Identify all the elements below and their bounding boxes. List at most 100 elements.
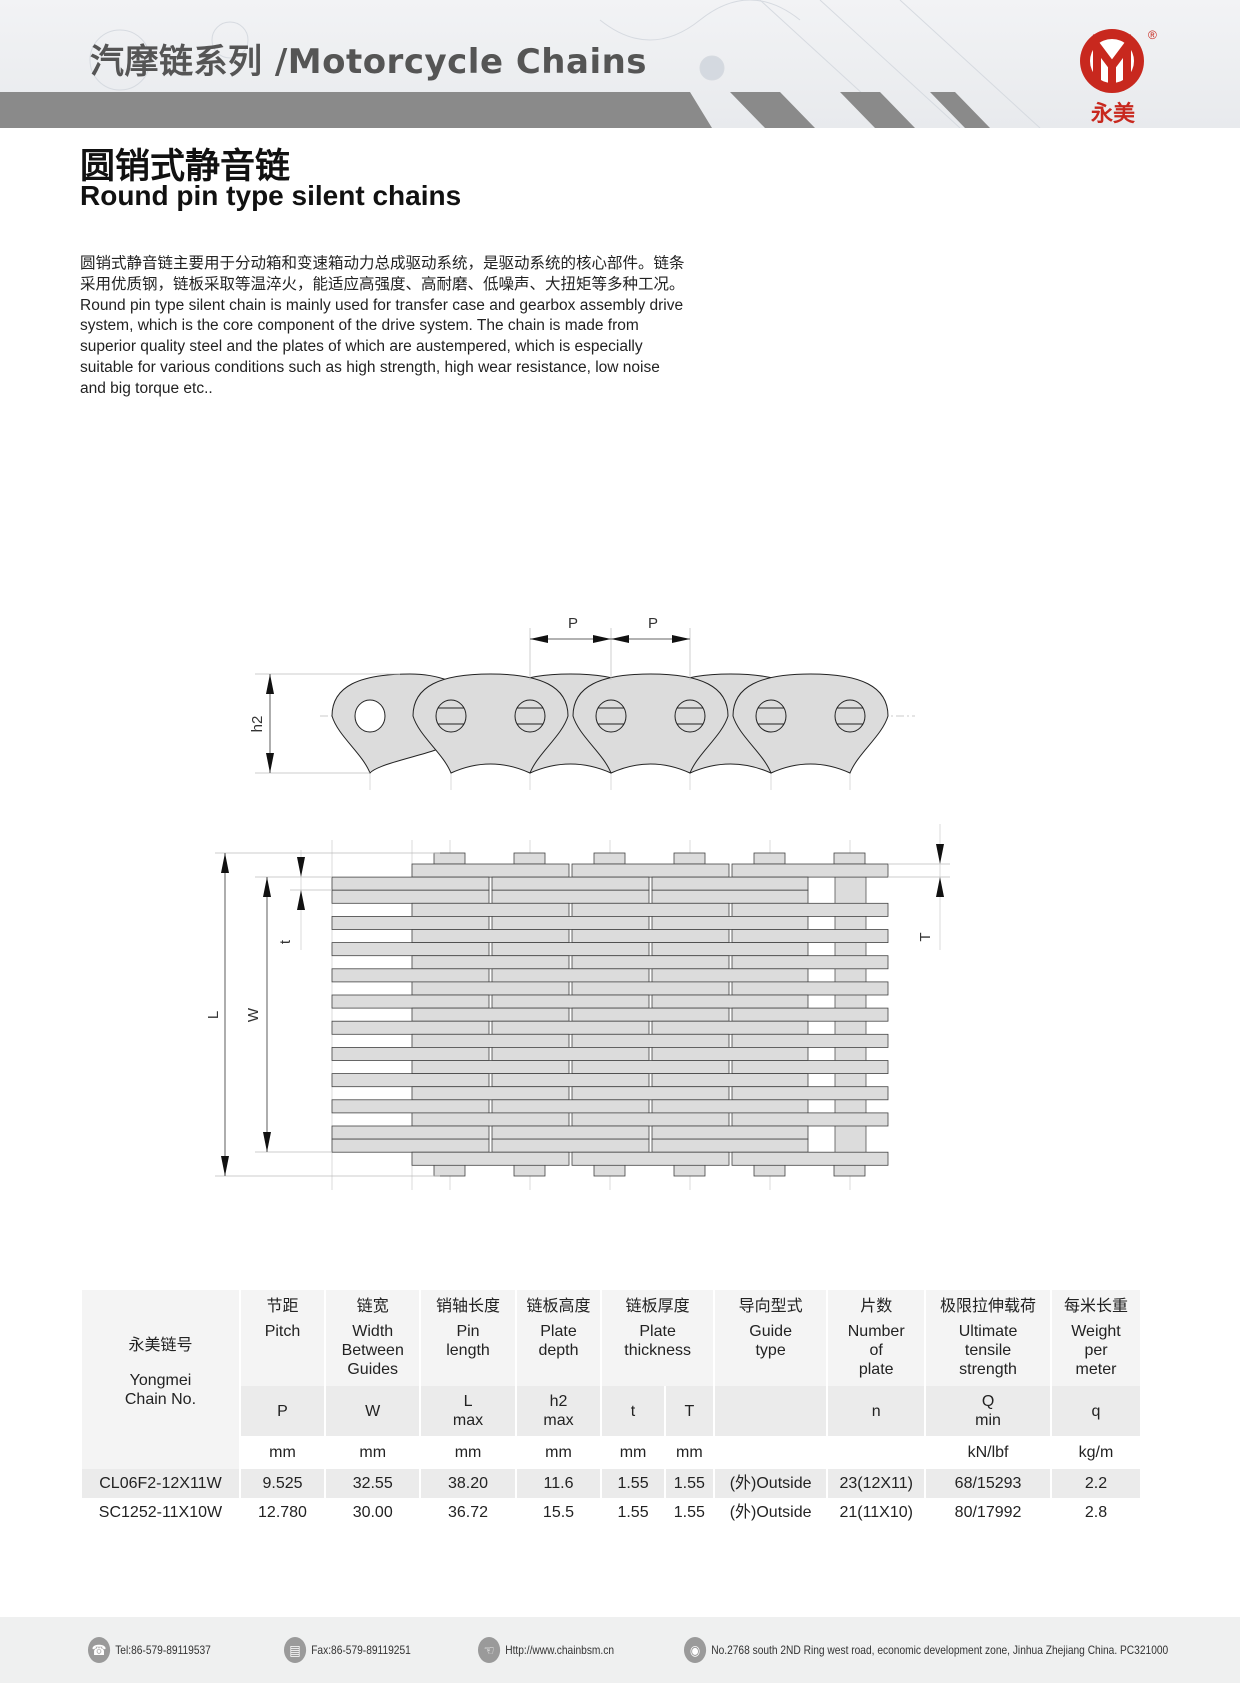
th-unit: mm — [545, 1444, 572, 1461]
footer-web[interactable]: ☜ Http://www.chainbsm.cn — [478, 1637, 614, 1663]
cell: 1.55 — [617, 1504, 649, 1521]
cell: 9.525 — [240, 1469, 325, 1498]
cell: 80/17992 — [954, 1504, 1022, 1521]
pin-hole — [354, 699, 386, 733]
link-plate — [331, 889, 490, 904]
pin-hole — [435, 699, 467, 733]
th-cn: 链宽 — [326, 1290, 420, 1322]
th-symbol: T — [665, 1386, 713, 1436]
logo-text: 永美 — [1090, 101, 1135, 126]
link-plate — [491, 1073, 650, 1088]
cell: 30.00 — [352, 1504, 393, 1521]
pin-cap — [673, 1164, 706, 1177]
th-unit: kN/lbf — [967, 1444, 1009, 1461]
th-en: Pin length — [421, 1322, 515, 1386]
link-plate — [571, 902, 730, 917]
link-plate — [411, 1112, 570, 1127]
chain-diagram: P P h2 L W t T — [205, 615, 950, 1190]
arrowhead — [936, 877, 944, 897]
th-cn: 销轴长度 — [421, 1290, 515, 1322]
pin-cap — [673, 852, 706, 865]
registered-mark: ® — [1148, 28, 1157, 42]
link-plate — [571, 929, 730, 944]
th-cn: 导向型式 — [714, 1290, 827, 1322]
link-plate — [491, 916, 650, 930]
arrowhead — [221, 853, 229, 873]
link-plate-front — [412, 673, 569, 774]
T-label: T — [917, 932, 934, 941]
link-plate — [411, 1086, 570, 1101]
link-plate — [651, 1073, 809, 1088]
cell: 23(12X11) — [828, 1469, 925, 1498]
link-plate — [731, 1007, 889, 1022]
link-plate — [411, 955, 570, 970]
cell: 1.55 — [673, 1504, 705, 1521]
cell: 11.6 — [516, 1469, 601, 1498]
link-plate — [411, 902, 570, 917]
cell: 1.55 — [602, 1469, 664, 1498]
th-symbol — [714, 1386, 827, 1436]
arrowhead — [266, 674, 274, 694]
link-plate — [491, 968, 650, 983]
L-label: L — [205, 1011, 222, 1019]
address-text: No.2768 south 2ND Ring west road, econom… — [711, 1643, 1169, 1657]
th-unit: mm — [454, 1444, 482, 1461]
link-plate — [651, 1099, 809, 1114]
th-symbol: n — [828, 1386, 925, 1436]
link-plate — [491, 1125, 650, 1140]
link-plate — [411, 863, 570, 878]
link-plate — [651, 889, 809, 904]
heading-cn: 圆销式静音链 — [80, 147, 291, 186]
link-plate — [571, 955, 730, 970]
cell: 32.55 — [326, 1469, 420, 1498]
th-cn: 极限拉伸载荷 — [926, 1290, 1050, 1322]
phone-icon: ☎ — [88, 1637, 111, 1663]
th-cn: 片数 — [828, 1290, 925, 1322]
link-plate — [491, 876, 650, 891]
pin-cap — [753, 852, 786, 865]
th-cn: 节距 — [240, 1290, 325, 1322]
pin-cap — [593, 852, 626, 865]
link-plate-front — [732, 673, 889, 774]
cell: (外)Outside — [729, 1504, 812, 1521]
pin-hole — [514, 699, 546, 733]
link-plate — [491, 1099, 650, 1114]
arrowhead — [611, 635, 629, 643]
th-symbol: q — [1052, 1386, 1140, 1436]
link-plate — [571, 1112, 730, 1127]
tel-text: Tel:86-579-89119537 — [115, 1643, 211, 1657]
link-plate — [571, 1151, 730, 1166]
t-label: t — [277, 939, 294, 944]
chain-no-cn: 永美链号 — [128, 1337, 193, 1354]
link-plate — [331, 876, 490, 891]
arrowhead — [530, 635, 548, 643]
link-plate — [651, 942, 809, 957]
link-plate — [651, 1047, 809, 1061]
link-plate — [411, 1060, 570, 1075]
th-en: Pitch — [240, 1322, 325, 1386]
pin-cap — [593, 1164, 626, 1177]
pin-cap — [513, 852, 546, 865]
cell: 38.20 — [421, 1469, 515, 1498]
link-plate — [411, 929, 570, 944]
link-plate — [651, 994, 809, 1009]
link-plate — [331, 916, 490, 930]
link-plate — [651, 876, 809, 891]
th-symbol: Q min — [926, 1386, 1050, 1436]
arrowhead — [297, 857, 305, 877]
th-unit — [828, 1436, 924, 1469]
link-plate — [571, 1033, 730, 1048]
th-en: Plate depth — [516, 1322, 601, 1386]
fax-text: Fax:86-579-89119251 — [311, 1643, 411, 1657]
spec-table: 永美链号 Yongmei Chain No. 节距 链宽 销轴长度 链板高度 链… — [80, 1290, 1142, 1527]
link-plate — [651, 1020, 809, 1035]
link-plate — [331, 942, 490, 957]
header-decoration — [0, 0, 1041, 128]
cell: 15.5 — [542, 1504, 575, 1521]
pitch-label: P — [568, 615, 578, 632]
link-plate — [491, 1138, 650, 1153]
web-icon: ☜ — [478, 1637, 501, 1663]
web-link[interactable]: Http://www.chainbsm.cn — [505, 1643, 615, 1657]
link-plate — [331, 1073, 490, 1088]
arrowhead — [266, 753, 274, 773]
